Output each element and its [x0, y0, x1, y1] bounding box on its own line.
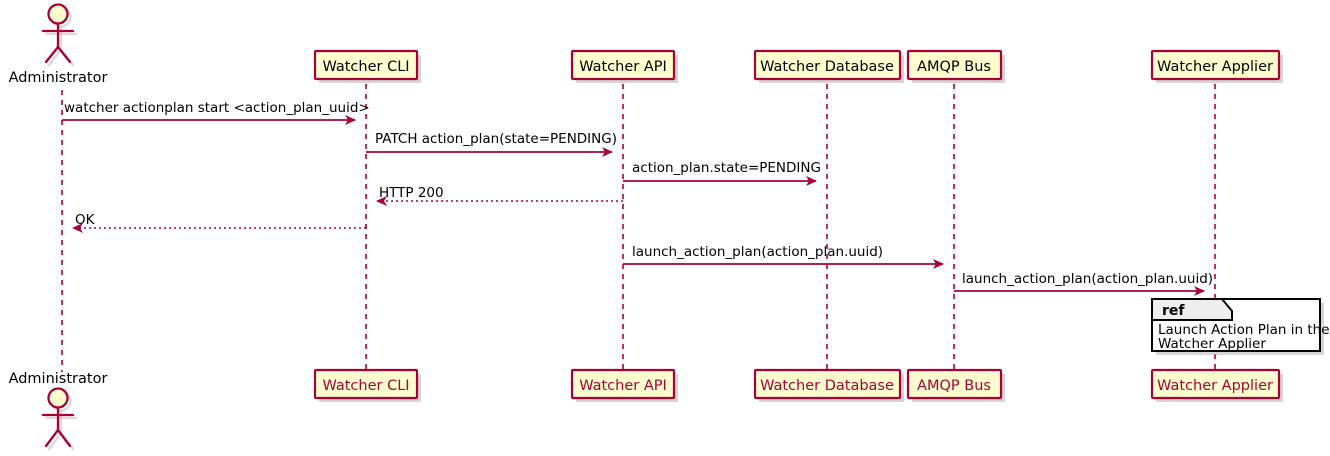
message-label-7: launch_action_plan(action_plan.uuid): [962, 271, 1213, 287]
actor-top-label-administrator: Administrator: [9, 70, 108, 86]
ref-operator-label: ref: [1162, 303, 1185, 319]
participant-bottom-label-watcher-applier: Watcher Applier: [1157, 378, 1273, 394]
message-label-2: PATCH action_plan(state=PENDING): [375, 131, 617, 147]
participants-top-group: Watcher CLI Watcher API Watcher Database…: [313, 49, 1283, 83]
participant-bottom-label-watcher-database: Watcher Database: [760, 378, 894, 394]
message-label-4: HTTP 200: [379, 185, 444, 201]
actor-head-icon: [47, 387, 69, 409]
participant-bottom-watcher-database[interactable]: Watcher Database: [753, 368, 904, 402]
participants-bottom-group: Watcher CLI Watcher API Watcher Database…: [313, 368, 1283, 402]
actor-top-administrator[interactable]: Administrator: [9, 3, 108, 87]
participant-bottom-amqp-bus[interactable]: AMQP Bus: [906, 368, 1005, 402]
message-label-3: action_plan.state=PENDING: [632, 160, 821, 176]
participant-top-label-watcher-database: Watcher Database: [760, 59, 894, 75]
participant-bottom-watcher-api[interactable]: Watcher API: [570, 368, 678, 402]
actor-leg-right-icon: [56, 45, 72, 64]
ref-fragment-launch-action-plan[interactable]: ref Launch Action Plan in the Watcher Ap…: [1151, 298, 1330, 355]
participant-top-label-watcher-cli: Watcher CLI: [322, 59, 409, 75]
participant-bottom-label-watcher-cli: Watcher CLI: [322, 378, 409, 394]
actor-leg-left-icon: [44, 428, 60, 448]
participant-top-amqp-bus[interactable]: AMQP Bus: [906, 49, 1005, 83]
messages-group: [62, 115, 1205, 296]
message-label-6: launch_action_plan(action_plan.uuid): [632, 244, 883, 260]
actor-leg-left-icon: [44, 45, 60, 64]
message-label-5: OK: [75, 212, 96, 228]
actor-head-icon: [47, 3, 69, 25]
participant-bottom-label-watcher-api: Watcher API: [579, 378, 667, 394]
participant-bottom-watcher-cli[interactable]: Watcher CLI: [313, 368, 421, 402]
participant-bottom-watcher-applier[interactable]: Watcher Applier: [1150, 368, 1283, 402]
ref-body-line-2: Watcher Applier: [1158, 336, 1266, 352]
message-labels-group: watcher actionplan start <action_plan_uu…: [64, 100, 1213, 287]
participant-top-label-amqp-bus: AMQP Bus: [917, 59, 991, 75]
participant-top-watcher-applier[interactable]: Watcher Applier: [1150, 49, 1283, 83]
actor-bottom-administrator[interactable]: Administrator: [9, 371, 108, 451]
lifelines-group: [61, 84, 1216, 372]
ref-operator-tab: [1151, 298, 1233, 321]
ref-body-line-1: Launch Action Plan in the: [1158, 322, 1330, 338]
participant-top-label-watcher-api: Watcher API: [579, 59, 667, 75]
participant-top-label-watcher-applier: Watcher Applier: [1157, 59, 1273, 75]
participant-top-watcher-api[interactable]: Watcher API: [570, 49, 678, 83]
message-label-1: watcher actionplan start <action_plan_uu…: [64, 100, 370, 116]
actor-bottom-label-administrator: Administrator: [9, 371, 108, 387]
participant-top-watcher-database[interactable]: Watcher Database: [753, 49, 904, 83]
participant-top-watcher-cli[interactable]: Watcher CLI: [313, 49, 421, 83]
actor-leg-right-icon: [56, 428, 72, 448]
participant-bottom-label-amqp-bus: AMQP Bus: [917, 378, 991, 394]
